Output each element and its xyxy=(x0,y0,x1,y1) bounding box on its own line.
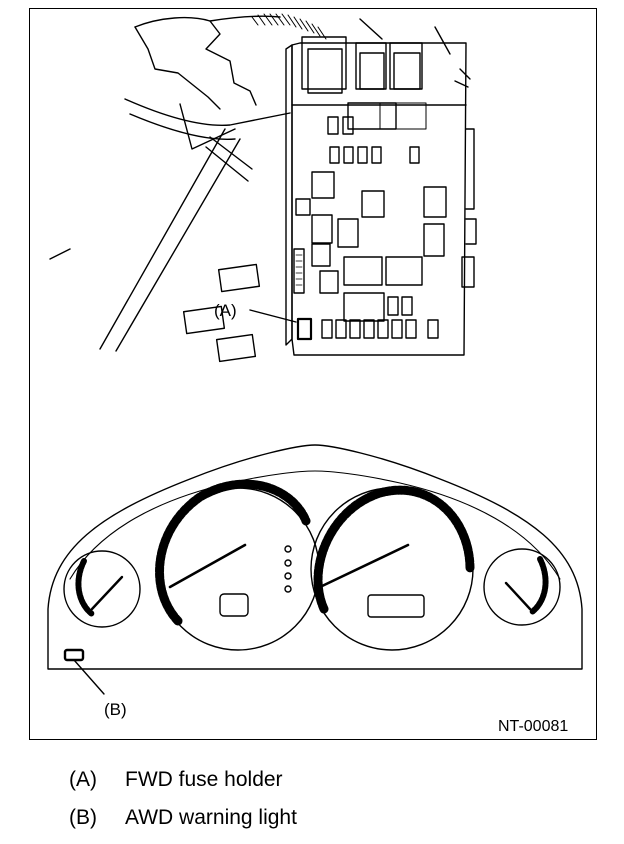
callout-a-label: (A) xyxy=(214,301,237,320)
legend-text: AWD warning light xyxy=(125,806,297,829)
legend-key: (B) xyxy=(69,806,97,829)
legend: (A) FWD fuse holder (B) AWD warning ligh… xyxy=(69,768,589,844)
fuse-box-illustration xyxy=(49,13,477,363)
awd-warning-lamp xyxy=(63,648,85,662)
legend-item: (A) FWD fuse holder xyxy=(69,768,589,806)
callout-b-label: (B) xyxy=(104,700,127,719)
callout-b-leader xyxy=(73,659,105,695)
technical-illustration: (A) (B) NT-00081 xyxy=(47,13,583,735)
instrument-cluster-illustration xyxy=(47,444,583,695)
figure-code: NT-00081 xyxy=(498,718,568,735)
legend-text: FWD fuse holder xyxy=(125,768,283,791)
legend-item: (B) AWD warning light xyxy=(69,806,589,844)
figure-frame: (A) (B) NT-00081 xyxy=(29,8,597,740)
legend-key: (A) xyxy=(69,768,97,791)
callout-a-leader xyxy=(249,309,297,323)
